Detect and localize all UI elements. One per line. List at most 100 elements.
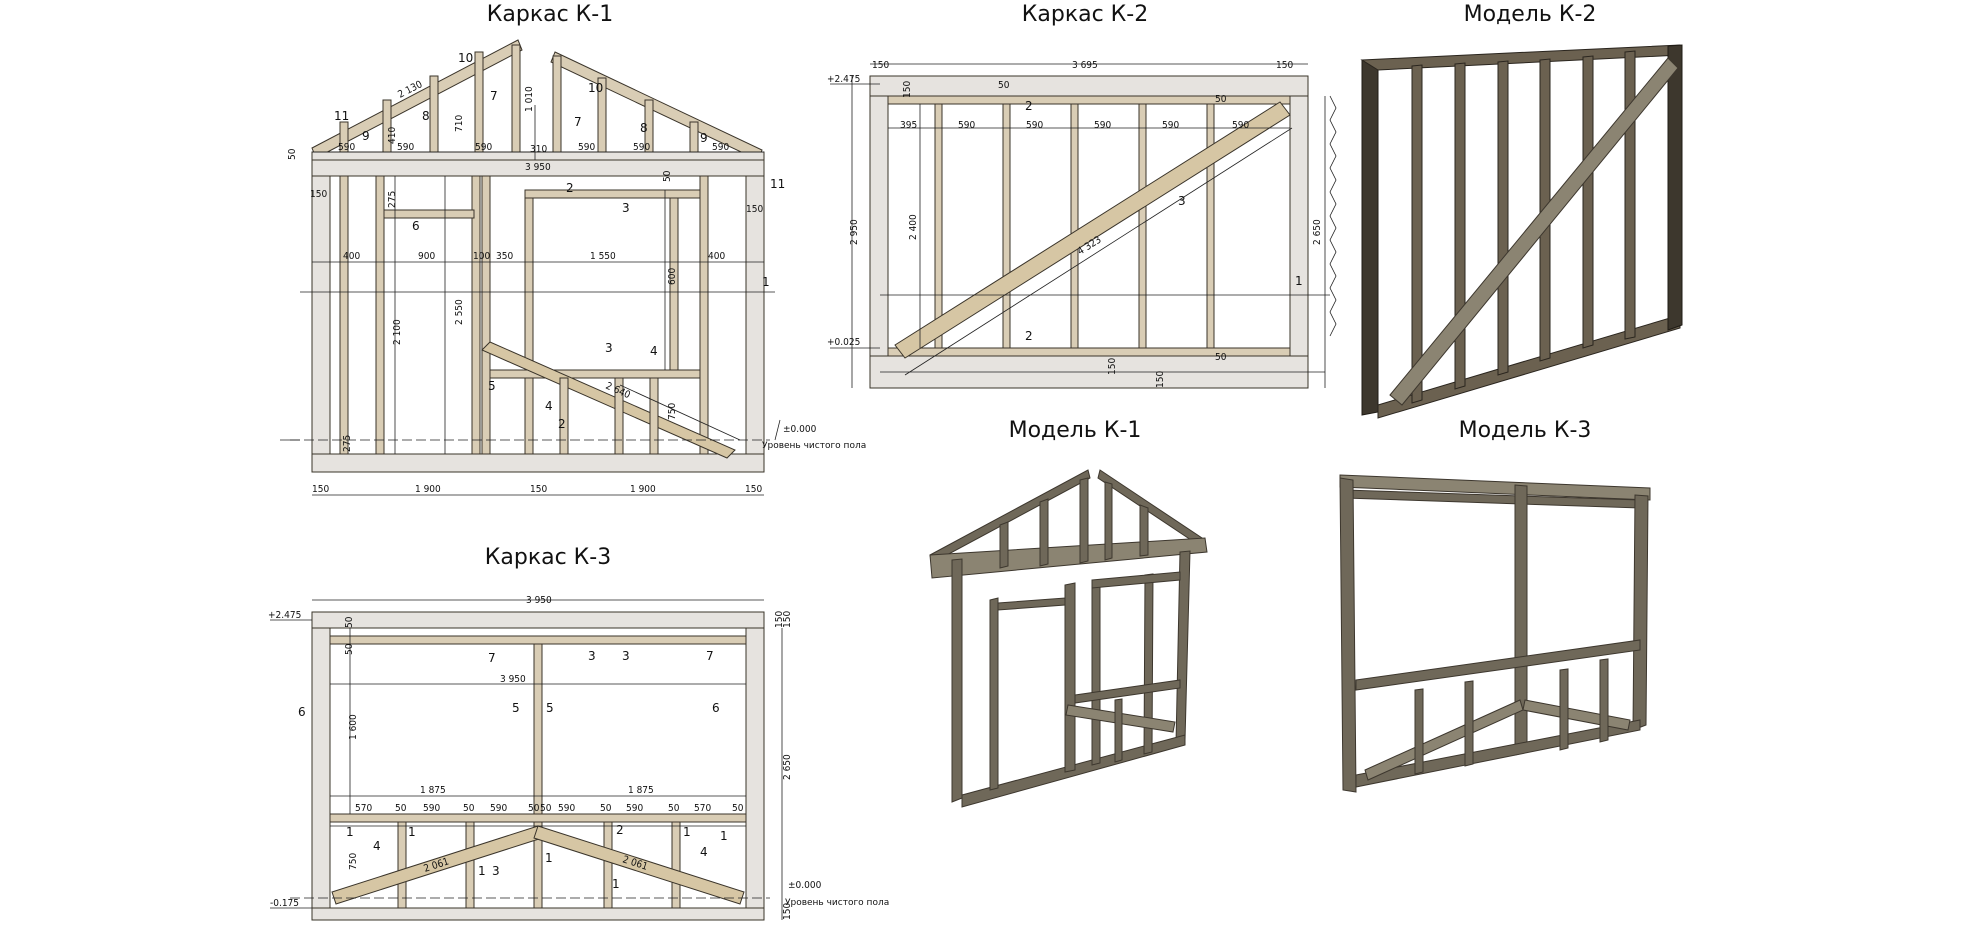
k1-stud (471, 175, 481, 455)
k3-right-post (745, 627, 765, 921)
k3-title: Каркас К-3 (484, 545, 612, 570)
k1-title: Каркас К-1 (486, 2, 614, 27)
k3-stud-dim: 570 (355, 803, 372, 814)
k3-top-mark: 50 (344, 643, 355, 655)
k1-part-label: 7 (490, 89, 498, 103)
m2-left-post (1361, 59, 1379, 416)
k3-part-label: 1 (545, 851, 553, 865)
k1-stud (524, 189, 534, 455)
k3-part-label: 6 (298, 705, 306, 719)
k3-part-label: 1 (408, 825, 416, 839)
k1-roof-height: 310 (530, 144, 547, 155)
k3-level-text: Уровень чистого пола (785, 898, 889, 908)
k2-stud-dim: 395 (900, 120, 917, 131)
k1-mid-dim: 900 (418, 251, 435, 262)
frame-k3 (270, 599, 783, 921)
k2-top-nogging (887, 95, 1291, 105)
k3-part-label: 2 (616, 823, 624, 837)
k2-top-mark: +2.475 (827, 74, 860, 85)
m1-stud (1091, 581, 1101, 766)
m1-stud (1064, 582, 1076, 773)
k3-width: 3 950 (526, 595, 552, 606)
k3-height: 150 (782, 903, 793, 920)
k2-part-label: 3 (1178, 194, 1186, 208)
k3-part-label: 7 (488, 651, 496, 665)
k3-level-mark: ±0.000 (788, 880, 822, 891)
k1-part-label: 7 (574, 115, 582, 129)
k2-stud (1002, 103, 1011, 349)
k1-level-text: Уровень чистого пола (762, 441, 866, 451)
k3-stud-dim: 50 (600, 803, 612, 814)
k1-part-label: 11 (334, 109, 349, 123)
k2-stud-dim: 590 (958, 120, 975, 131)
k1-roof-dim: 590 (475, 142, 492, 153)
k2-diagonal-brace (894, 101, 1291, 359)
k1-roof-height: 50 (287, 148, 298, 160)
k3-inner-width: 3 950 (500, 674, 526, 685)
k3-stud-dim: 590 (558, 803, 575, 814)
k2-inner-height: 2 400 (908, 214, 919, 240)
k1-roof-dim: 590 (397, 142, 414, 153)
k2-small-dim: 150 (1155, 371, 1166, 388)
k1-part-label: 4 (650, 344, 658, 358)
k1-left-post (311, 175, 331, 473)
k3-half-dim: 1 875 (628, 785, 654, 796)
k3-left-post (311, 627, 331, 921)
m3-center-post (1514, 484, 1528, 756)
k1-part-label: 10 (458, 51, 473, 65)
k1-part-label: 2 (566, 181, 574, 195)
k2-small-dim: 50 (998, 80, 1010, 91)
k3-top-plate (311, 611, 765, 629)
k3-dimensions: 3 950 3 950 150 50 50 1 875 1 875 570 50… (268, 595, 889, 920)
k3-part-label: 6 (712, 701, 720, 715)
k3-part-label: 4 (700, 845, 708, 859)
k1-part-label: 3 (622, 201, 630, 215)
k2-width: 3 695 (1072, 60, 1098, 71)
k2-height: 2 950 (849, 219, 860, 245)
k3-height: 1 600 (348, 714, 359, 740)
k1-stud (375, 175, 385, 455)
k2-stud (1070, 103, 1079, 349)
k2-left-mark: 150 (1276, 60, 1293, 71)
m3-mid-rail (1355, 639, 1641, 691)
m3-diagonal-right (1522, 699, 1631, 731)
k2-part-label: 2 (1025, 329, 1033, 343)
k3-stud (397, 821, 407, 909)
m3-title: Модель К-3 (1458, 418, 1592, 443)
k3-stud-dim: 50 (540, 803, 552, 814)
k2-small-dim: 150 (1107, 358, 1118, 375)
k3-part-label: 1 (346, 825, 354, 839)
k1-sill (489, 369, 701, 379)
k2-top-plate (869, 75, 1309, 97)
k1-bottom-dim: 1 900 (630, 484, 656, 495)
m1-roof-plate (929, 537, 1208, 579)
k2-small-dim: 50 (1215, 352, 1227, 363)
k1-bottom-dim: 150 (530, 484, 547, 495)
k1-crossbar (383, 209, 475, 219)
m1-title: Модель К-1 (1008, 418, 1142, 443)
k2-right-post (1289, 95, 1309, 357)
k1-stud (614, 377, 624, 455)
k2-left-mark: 150 (872, 60, 889, 71)
k3-part-label: 1 (720, 829, 728, 843)
k1-roof-dim: 590 (338, 142, 355, 153)
k3-top-level: +2.475 (268, 610, 301, 621)
k1-height: 275 (387, 191, 398, 208)
k2-left-post (869, 95, 889, 357)
k1-stud (699, 175, 709, 455)
frame-k1 (280, 39, 781, 496)
m2-diagonal-brace (1389, 57, 1679, 406)
m1-roof-stud (1079, 477, 1089, 564)
k3-top-mark: 150 (774, 611, 785, 628)
k1-part-label: 8 (640, 121, 648, 135)
m3-stud (1464, 680, 1474, 767)
k1-part-label: 6 (412, 219, 420, 233)
m2-stud (1411, 64, 1423, 404)
k1-roof-stud (511, 44, 521, 161)
k3-part-label: 1 (612, 877, 620, 891)
k3-top-nogging (329, 635, 747, 645)
k1-mid-dim: 400 (708, 251, 725, 262)
k1-mid-dim: 350 (496, 251, 513, 262)
k1-roof-dim: 590 (712, 142, 729, 153)
k1-height: 750 (667, 403, 678, 420)
